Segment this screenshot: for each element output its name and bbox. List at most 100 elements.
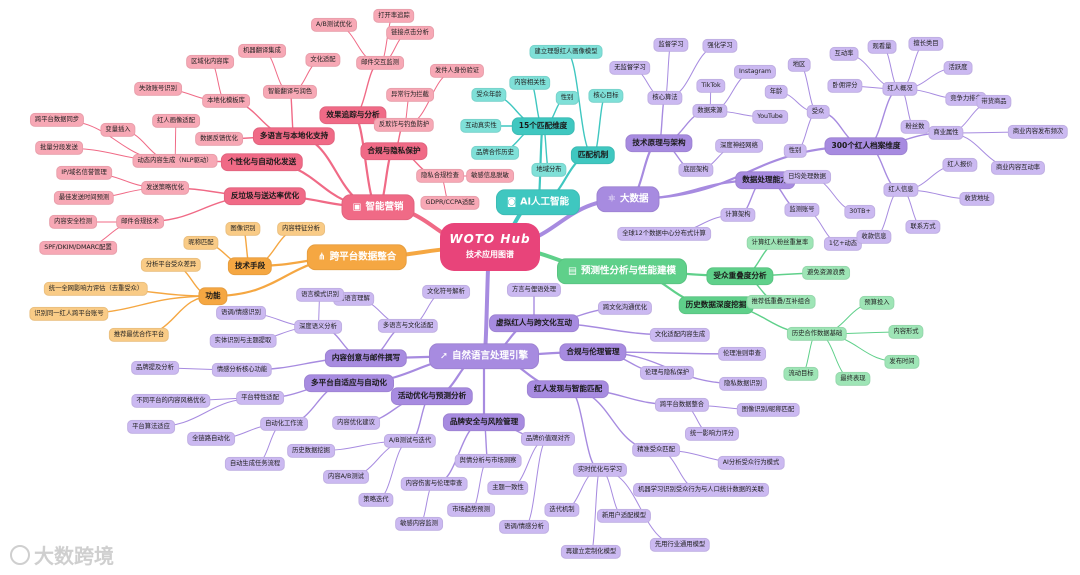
branch-2-node[interactable]: 年龄: [764, 84, 788, 100]
branch-2-node[interactable]: 红人信息: [883, 182, 919, 198]
branch-0-node[interactable]: 变量插入: [100, 122, 136, 138]
branch-0-node[interactable]: 发件人身份验证: [429, 63, 485, 79]
branch-3-node[interactable]: 内容形式: [888, 324, 924, 340]
branch-3-node[interactable]: 计算红人粉丝重复率: [746, 235, 814, 251]
branch-2-node[interactable]: TikTok: [696, 78, 726, 94]
branch-2-node[interactable]: 擅长类目: [908, 36, 944, 52]
branch-4-node[interactable]: 精准受众匹配: [632, 442, 680, 458]
branch-0-node[interactable]: 批量分段发送: [35, 140, 83, 156]
branch-0-node[interactable]: 最佳发送时间预测: [53, 190, 115, 206]
branch-2-node[interactable]: 互动率: [829, 46, 859, 62]
branch-4-node[interactable]: 品牌提及分析: [131, 360, 179, 376]
branch-5-node[interactable]: 功能: [198, 287, 228, 305]
branch-4-node[interactable]: 伦理与隐私保护: [639, 365, 695, 381]
branch-4-hub[interactable]: ➚自然语言处理引擎: [429, 343, 539, 369]
branch-2-node[interactable]: 日均处理数据: [783, 169, 831, 185]
branch-4-node[interactable]: 文化符号解析: [422, 284, 470, 300]
branch-2-node[interactable]: 收款信息: [856, 229, 892, 245]
branch-2-node[interactable]: 收货地址: [959, 191, 995, 207]
branch-0-node[interactable]: 动态内容生成（NLP驱动）: [132, 153, 218, 169]
branch-4-node[interactable]: 历史数据挖掘: [287, 443, 335, 459]
branch-5-node[interactable]: 分析平台受众差异: [140, 257, 202, 273]
branch-2-node[interactable]: 观看量: [867, 39, 897, 55]
branch-0-node[interactable]: 文化适配: [305, 52, 341, 68]
branch-4-node[interactable]: 语调/情感分析: [499, 519, 549, 535]
branch-4-node[interactable]: 平台特性适配: [236, 390, 284, 406]
branch-4-node[interactable]: 语言模式识别: [296, 287, 344, 303]
branch-0-node[interactable]: IP/域名信誉管理: [56, 165, 112, 181]
branch-2-hub[interactable]: ⚛大数据: [596, 186, 660, 212]
branch-2-node[interactable]: 联系方式: [905, 219, 941, 235]
branch-0-node[interactable]: 邮件交互监测: [356, 55, 404, 71]
branch-2-node[interactable]: 底层架构: [678, 162, 714, 178]
branch-4-node[interactable]: 自动化工作流: [260, 416, 308, 432]
branch-4-node[interactable]: 实体识别与主题提取: [209, 333, 277, 349]
branch-4-node[interactable]: 虚拟红人与跨文化互动: [489, 314, 579, 332]
branch-5-node[interactable]: 统一全网影响力评估（去重受众）: [43, 281, 149, 297]
branch-0-node[interactable]: 邮件合规技术: [116, 214, 164, 230]
branch-4-node[interactable]: 主题一致性: [487, 480, 529, 496]
branch-0-node[interactable]: 效果追踪与分析: [319, 106, 387, 124]
branch-4-node[interactable]: 统一影响力评分: [684, 426, 740, 442]
branch-4-node[interactable]: 文化适配内容生成: [649, 327, 711, 343]
branch-2-node[interactable]: 30TB+: [844, 204, 876, 220]
branch-2-node[interactable]: 商业属性: [928, 125, 964, 141]
branch-2-node[interactable]: 卧佣评分: [827, 78, 863, 94]
branch-3-node[interactable]: 推荐低重叠/互补组合: [746, 294, 816, 310]
branch-4-node[interactable]: 语调/情感识别: [216, 305, 266, 321]
branch-2-node[interactable]: 深度神经网络: [715, 138, 763, 154]
branch-2-node[interactable]: 活跃度: [943, 60, 973, 76]
branch-3-node[interactable]: 避免资源浪费: [802, 265, 850, 281]
branch-0-node[interactable]: 反垃圾与送达率优化: [223, 187, 307, 205]
branch-4-node[interactable]: 内容优化建议: [332, 415, 380, 431]
branch-5-node[interactable]: 推荐最优合作平台: [108, 327, 170, 343]
branch-4-node[interactable]: 平台算法适应: [127, 419, 175, 435]
branch-1-node[interactable]: 品牌合作历史: [471, 145, 519, 161]
branch-2-node[interactable]: 技术原理与架构: [625, 134, 693, 152]
branch-0-node[interactable]: 合规与隐私保护: [360, 142, 428, 160]
branch-3-node[interactable]: 预算投入: [859, 295, 895, 311]
branch-4-node[interactable]: 深度语义分析: [294, 319, 342, 335]
branch-1-node[interactable]: 内容相关性: [509, 75, 551, 91]
branch-4-node[interactable]: 实时优化与学习: [572, 462, 628, 478]
branch-4-node[interactable]: 先用行业通用模型: [649, 537, 711, 553]
branch-4-node[interactable]: 品牌安全与风险管理: [442, 413, 526, 431]
branch-4-node[interactable]: A/B测试与迭代: [383, 433, 437, 449]
branch-1-node[interactable]: 匹配机制: [570, 146, 616, 164]
branch-5-node[interactable]: 图像识别: [225, 221, 261, 237]
branch-0-node[interactable]: 隐私合规检查: [416, 168, 464, 184]
branch-2-node[interactable]: 受众: [806, 104, 830, 120]
branch-3-node[interactable]: 历史合作数据基础: [786, 326, 848, 342]
branch-4-node[interactable]: 市场趋势预测: [447, 502, 495, 518]
branch-4-node[interactable]: 图像识别/昵称匹配: [736, 402, 800, 418]
branch-4-node[interactable]: 方言与俚语处理: [506, 282, 562, 298]
branch-2-node[interactable]: 红人概况: [882, 81, 918, 97]
branch-4-node[interactable]: 自动生成任务流程: [224, 456, 286, 472]
branch-0-node[interactable]: 红人画像适配: [152, 113, 200, 129]
branch-2-node[interactable]: Instagram: [733, 64, 777, 80]
branch-2-node[interactable]: YouTube: [752, 109, 788, 125]
branch-0-node[interactable]: SPF/DKIM/DMARC配置: [39, 240, 117, 256]
branch-0-node[interactable]: 发送策略优化: [141, 180, 189, 196]
branch-4-node[interactable]: 舆情分析与市场洞察: [454, 453, 522, 469]
branch-4-node[interactable]: 新用户适配模型: [596, 508, 652, 524]
branch-2-node[interactable]: 带货商品: [976, 94, 1012, 110]
branch-1-node[interactable]: 15个匹配维度: [511, 117, 575, 135]
branch-0-node[interactable]: 异常行为拦截: [386, 87, 434, 103]
branch-4-node[interactable]: 内容创意与邮件撰写: [324, 349, 408, 367]
branch-3-node[interactable]: 历史数据深度挖掘: [678, 296, 754, 314]
branch-3-node[interactable]: 最终表现: [835, 371, 871, 387]
branch-4-node[interactable]: 品牌价值观对齐: [520, 431, 576, 447]
branch-4-node[interactable]: 多平台自适应与自动化: [304, 374, 394, 392]
branch-0-node[interactable]: 区域化内容库: [186, 54, 234, 70]
branch-0-node[interactable]: 多语言与本地化支持: [252, 127, 336, 145]
branch-0-node[interactable]: 机器翻译集成: [238, 43, 286, 59]
branch-1-node[interactable]: 受众年龄: [471, 87, 507, 103]
branch-0-hub[interactable]: ▣智能营销: [341, 194, 415, 220]
branch-4-node[interactable]: 跨平台数据整合: [654, 397, 710, 413]
branch-4-node[interactable]: 跨文化沟通优化: [597, 300, 653, 316]
branch-3-hub[interactable]: ▤预测性分析与性能建模: [557, 258, 687, 284]
branch-4-node[interactable]: 敏感内容监测: [395, 516, 443, 532]
branch-0-node[interactable]: A/B测试优化: [311, 17, 357, 33]
branch-4-node[interactable]: 多语言与文化适配: [377, 318, 439, 334]
